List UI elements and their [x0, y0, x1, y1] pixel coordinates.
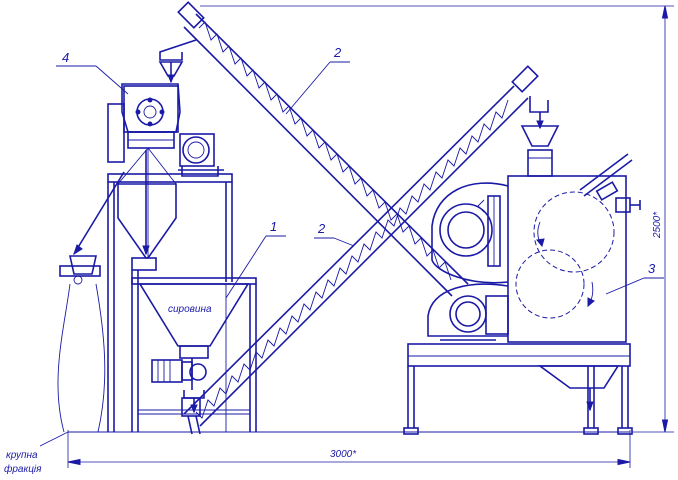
screw-conveyor-upper	[158, 1, 469, 297]
callout-1-label: 1	[270, 219, 277, 234]
callout-2-lower: 2	[314, 221, 355, 247]
coarse-fraction-line2: фракція	[4, 463, 42, 475]
dim-width-label: 3000*	[330, 449, 357, 460]
callout-2-upper: 2	[285, 45, 350, 115]
callout-1: 1	[225, 219, 286, 299]
callout-4-label: 4	[62, 50, 69, 65]
callout-2b-label: 2	[317, 221, 326, 236]
hopper-label: сировина	[168, 304, 212, 315]
dimension-height: 2500*	[200, 5, 674, 433]
coarse-fraction-line1: крупна	[6, 450, 38, 461]
roller-crusher	[403, 149, 641, 435]
callout-3-label: 3	[648, 261, 656, 276]
callout-4: 4	[56, 50, 129, 95]
callout-3: 3	[605, 261, 664, 295]
separator-unit	[57, 83, 233, 433]
screw-conveyor-lower	[181, 65, 560, 435]
dim-height-label: 2500*	[652, 211, 663, 239]
dimension-width: 3000*	[67, 430, 631, 468]
raw-material-hopper: сировина	[131, 257, 257, 432]
coarse-fraction-note: крупна фракція	[4, 431, 69, 475]
callout-2a-label: 2	[333, 45, 342, 60]
